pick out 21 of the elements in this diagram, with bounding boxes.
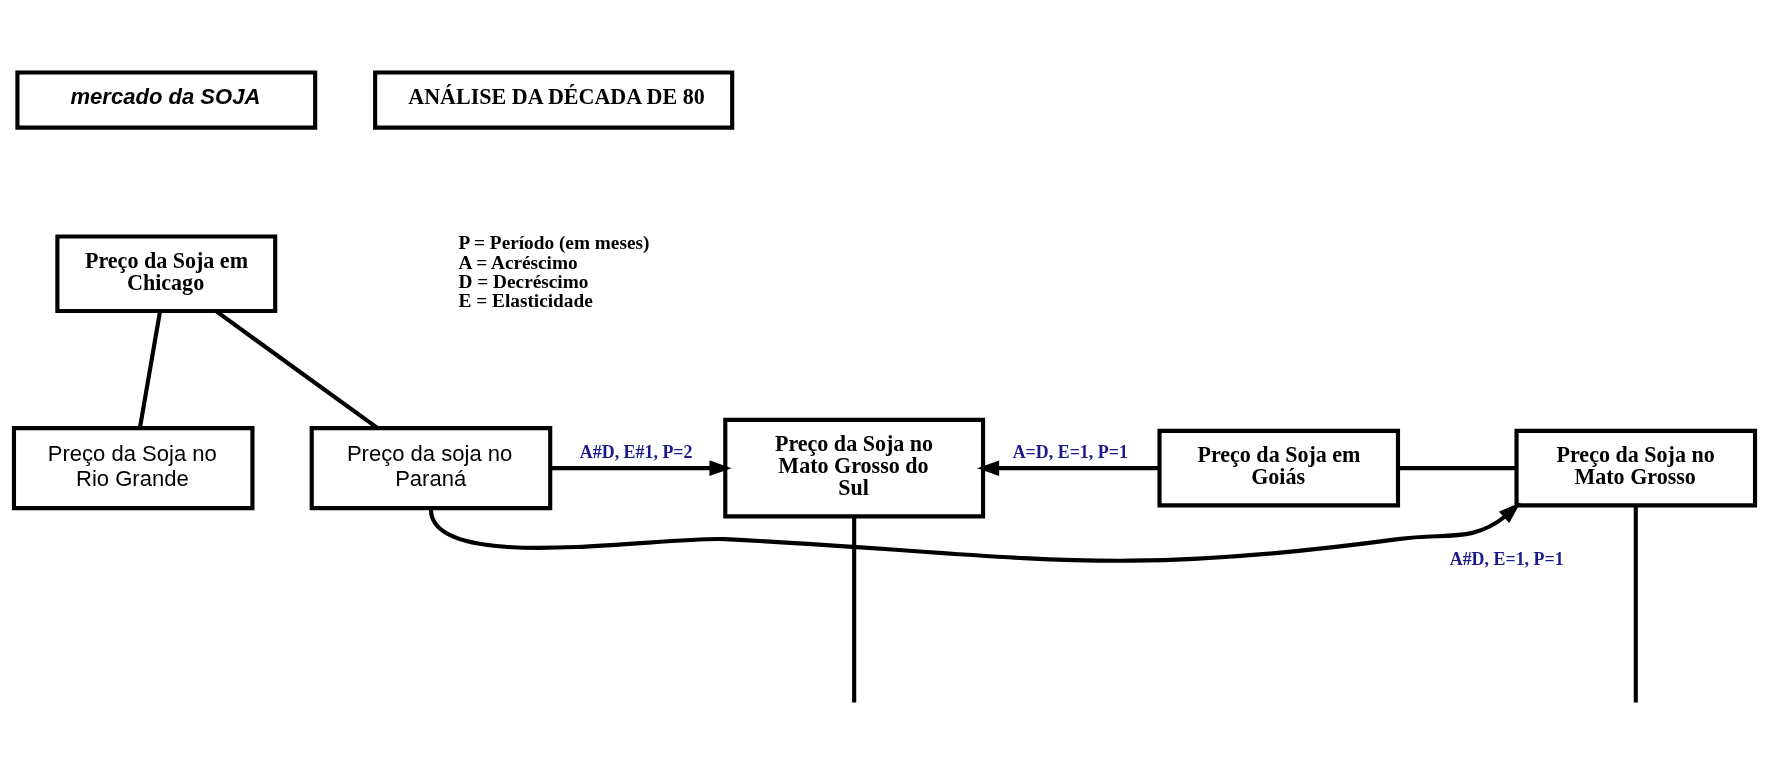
label: D = Decréscimo [458, 270, 589, 292]
node-box: Preço da Soja no Mato Grosso [1514, 428, 1758, 507]
connector [1633, 506, 1638, 702]
edge-label: A#D, E=1, P=1 [1449, 548, 1564, 569]
arrow [550, 459, 732, 476]
arrow [429, 502, 1521, 563]
label: P = Período (em meses) [458, 231, 650, 253]
arrow [977, 459, 1160, 476]
node-box: Preço da Soja no Rio Grande [11, 425, 255, 510]
connector [1398, 465, 1517, 470]
node-box: Preço da Soja no Mato Grosso do Sul [723, 417, 986, 518]
connector [137, 310, 163, 428]
node-box: Preço da Soja em Goiás [1157, 428, 1401, 507]
connector [852, 515, 857, 702]
label: E = Elasticidade [458, 289, 593, 311]
node-box: Preço da Soja em Chicago [55, 234, 278, 313]
node-box: Preço da soja no Paraná [309, 425, 553, 510]
edge-label: A#D, E#1, P=2 [579, 441, 693, 462]
node-box: mercado da SOJA [15, 69, 318, 130]
edge-label: A=D, E=1, P=1 [1012, 441, 1128, 462]
node-box: ANÁLISE DA DÉCADA DE 80 [373, 69, 735, 130]
